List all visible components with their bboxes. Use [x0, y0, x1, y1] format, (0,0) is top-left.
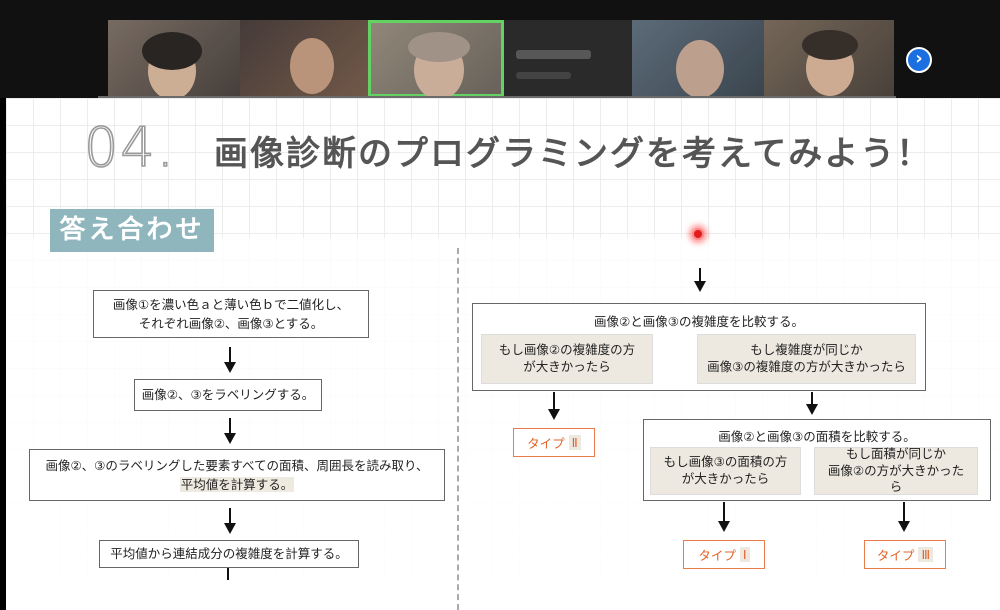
result-type-3: タイプ Ⅲ	[864, 540, 946, 569]
participant-video-camera-off[interactable]	[504, 20, 632, 97]
result-type-1: タイプ Ⅰ	[683, 540, 765, 569]
laser-pointer	[692, 228, 704, 240]
participant-video-5[interactable]	[764, 20, 894, 97]
section-label: 答え合わせ	[50, 209, 214, 252]
participant-video-4[interactable]	[632, 20, 764, 97]
slide-number: 04.	[83, 115, 176, 180]
condition-image2-more-complex: もし画像②の複雑度の方 が大きかったら	[481, 334, 653, 384]
dashed-divider	[457, 248, 459, 610]
flow-step-area-perimeter: 画像②、③のラベリングした要素すべての面積、周囲長を読み取り、 平均値を計算する…	[29, 449, 445, 501]
shared-slide: 04. 画像診断のプログラミングを考えてみよう！ 答え合わせ 画像①を濃い色ａと…	[6, 98, 1000, 610]
video-participant-strip: ›	[0, 0, 1000, 98]
flow-step-binarize: 画像①を濃い色ａと薄い色ｂで二値化し、 それぞれ画像②、画像③とする。	[93, 290, 369, 338]
flow-arrow	[898, 502, 910, 532]
participant-video-1[interactable]	[108, 20, 240, 97]
condition-image3-larger-area: もし画像③の面積の方 が大きかったら	[650, 447, 801, 495]
flow-arrow	[718, 502, 730, 532]
flow-arrow-incoming	[694, 268, 706, 292]
participant-video-2[interactable]	[240, 20, 368, 97]
flow-arrow	[224, 347, 236, 373]
result-type-2: タイプ Ⅱ	[513, 428, 595, 457]
next-participants-button[interactable]: ›	[906, 47, 932, 73]
flow-arrow	[224, 508, 236, 534]
flow-arrow	[224, 418, 236, 444]
flow-arrow	[548, 392, 560, 420]
chevron-right-icon: ›	[915, 48, 923, 69]
condition-equal-or-image3-more-complex: もし複雑度が同じか 画像③の複雑度の方が大きかったら	[697, 334, 916, 384]
flow-arrow	[806, 392, 818, 415]
flow-continue-line	[227, 568, 229, 580]
slide-title: 画像診断のプログラミングを考えてみよう！	[214, 134, 933, 174]
flow-step-labeling: 画像②、③をラベリングする。	[134, 379, 322, 411]
flow-step-complexity: 平均値から連結成分の複雑度を計算する。	[99, 540, 359, 568]
participant-video-active-speaker[interactable]	[368, 20, 504, 97]
strip-divider	[98, 96, 896, 98]
condition-equal-or-image2-larger: もし面積が同じか 画像②の方が大きかった ら	[814, 446, 978, 495]
